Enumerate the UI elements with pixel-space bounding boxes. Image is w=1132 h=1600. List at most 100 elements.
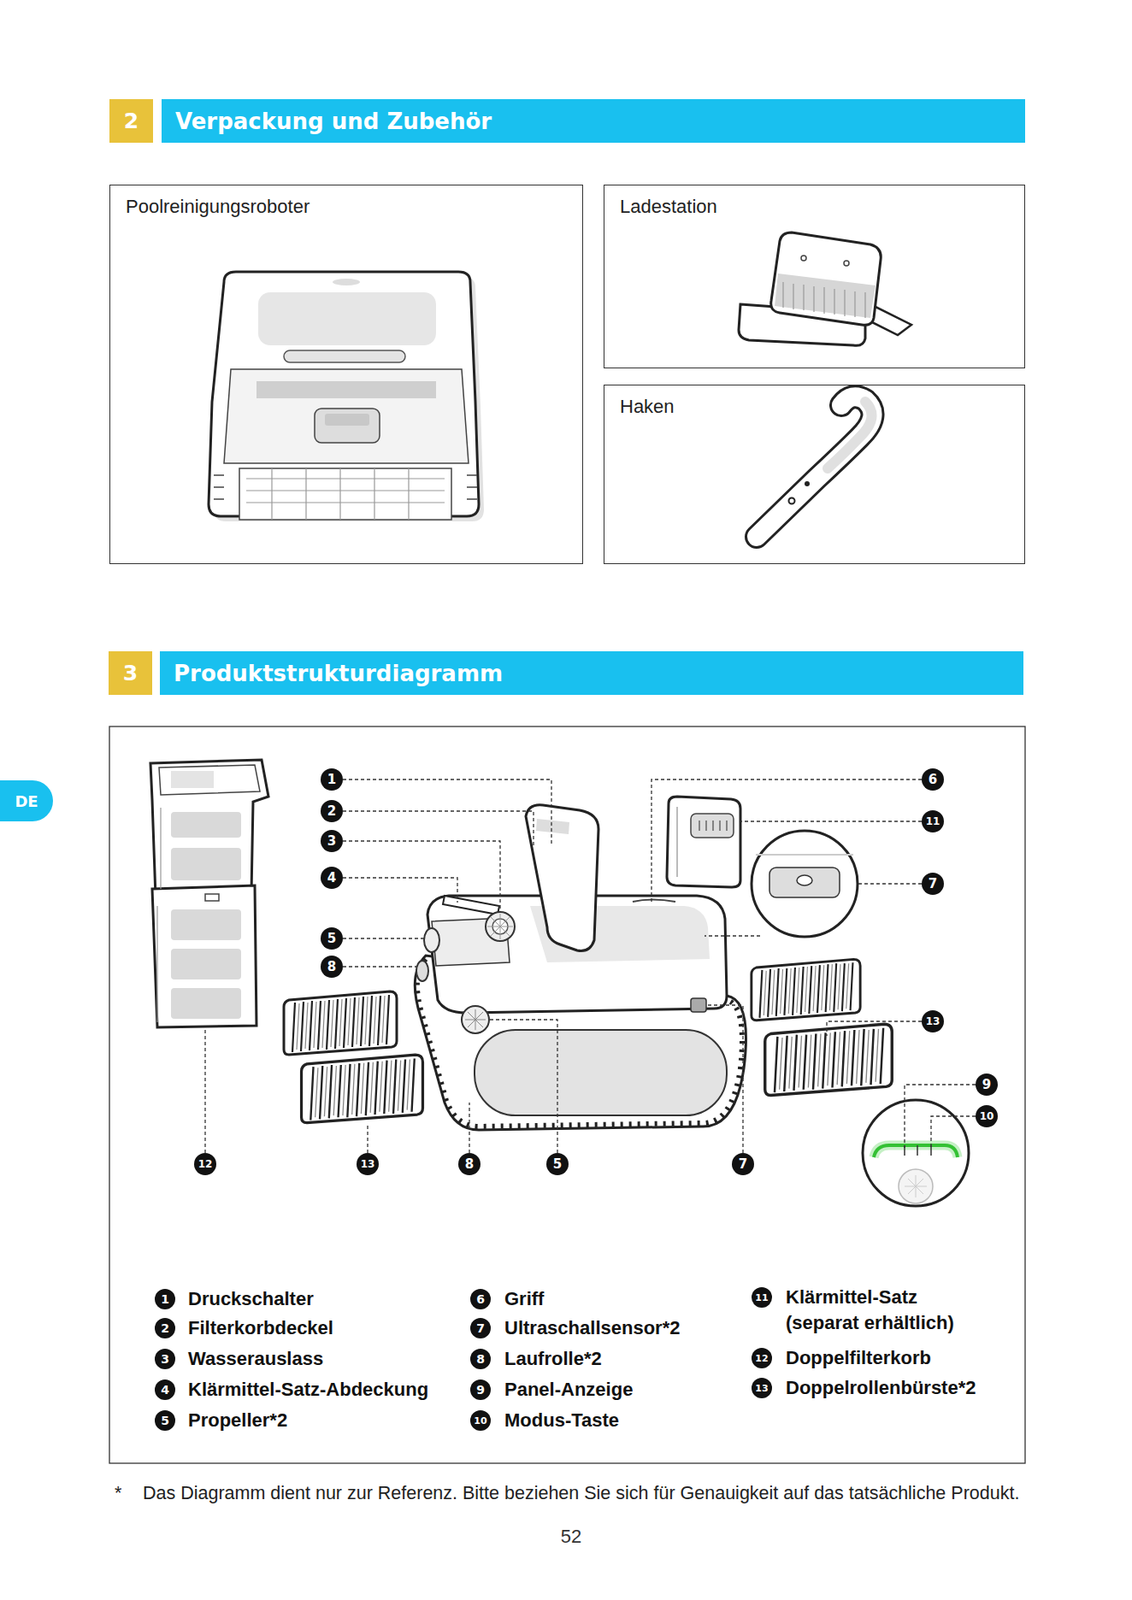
node-text: Poolreinigungsroboter <box>125 195 567 219</box>
robot-exploded-view-part <box>487 913 513 940</box>
robot-front-view-part <box>332 278 360 286</box>
callout-number: 7 <box>921 872 944 896</box>
filter-basket-part <box>159 765 260 796</box>
item-box: Poolreinigungsroboter <box>109 184 584 565</box>
robot-exploded-view-part <box>461 1006 490 1034</box>
leader-lines-part <box>342 841 501 913</box>
callout-number: 7 <box>731 1153 755 1176</box>
charging-station-part <box>774 273 876 319</box>
filter-basket-part <box>170 909 242 941</box>
part-name: Ultraschallsensor*2 <box>504 1315 680 1342</box>
section-number: 2 <box>109 99 154 143</box>
legend-number: 5 <box>154 1410 176 1432</box>
filter-basket-part <box>170 949 242 980</box>
panel-zoom-part <box>898 1169 933 1204</box>
part-name: Doppelfilterkorb <box>785 1345 932 1372</box>
section-band: Produktstrukturdiagramm <box>159 651 1024 696</box>
footnote: * <box>114 1480 122 1508</box>
leader-lines-part <box>904 1084 976 1149</box>
robot-front-view-part <box>258 292 437 346</box>
robot-exploded-view-part <box>632 900 676 903</box>
additive-cartridge-part <box>699 820 727 832</box>
legend-number: 13 <box>751 1378 773 1399</box>
robot-exploded-view-part <box>416 961 429 982</box>
filter-basket-part <box>170 812 242 838</box>
robot-exploded-view-part <box>525 805 599 952</box>
callout-number: 5 <box>546 1153 569 1176</box>
additive-cartridge-part <box>690 813 734 838</box>
node-text: Verpackung und Zubehör <box>175 108 492 135</box>
sensor-zoom <box>751 831 858 938</box>
robot-front-view-part <box>256 381 437 399</box>
robot-front-view-part <box>324 413 370 426</box>
part-name: Panel-Anzeige <box>504 1377 633 1404</box>
robot-front-view-part <box>213 475 478 500</box>
robot-front-view-part <box>283 350 406 363</box>
part-name: Wasserauslass <box>188 1346 324 1373</box>
legend-number: 1 <box>154 1289 176 1310</box>
robot-front-view-part <box>246 468 445 520</box>
leader-lines-part <box>342 811 534 849</box>
leader-lines-part <box>366 1126 368 1154</box>
part-name: Klärmittel-Satz-Abdeckung <box>188 1377 429 1404</box>
item-box: Haken <box>603 384 1026 565</box>
callout-number: 10 <box>975 1105 998 1128</box>
leader-lines-part <box>740 820 922 822</box>
panel-zoom-part <box>873 1145 958 1158</box>
callout-number: 9 <box>975 1073 998 1097</box>
legend-number: 10 <box>470 1410 491 1432</box>
legend-number: 8 <box>470 1349 491 1370</box>
filter-basket-part <box>205 894 219 902</box>
callout-number: 3 <box>320 830 343 853</box>
panel-zoom <box>862 1100 969 1207</box>
robot-exploded-view-part <box>465 1009 486 1031</box>
part-name: Filterkorbdeckel <box>188 1315 334 1342</box>
filter-basket-part <box>150 760 269 898</box>
leader-lines-part <box>857 883 922 885</box>
node-text: DE <box>14 792 38 811</box>
additive-cartridge-part <box>666 796 741 888</box>
node-text: Ladestation <box>619 195 1009 219</box>
filter-basket <box>150 760 269 1028</box>
legend-number: 7 <box>470 1318 491 1339</box>
leader-lines-part <box>706 1005 743 1154</box>
sensor-zoom-part <box>796 875 813 886</box>
roller-brushes-part <box>751 959 861 1020</box>
roller-brushes-part <box>301 1055 424 1124</box>
additive-cartridge <box>666 796 741 888</box>
callout-number: 4 <box>320 866 343 890</box>
hook-tool-part <box>804 481 810 487</box>
part-name: Druckschalter <box>188 1286 314 1313</box>
callout-number: 12 <box>194 1153 217 1176</box>
leader-lines <box>205 779 976 1154</box>
robot-front-view-part <box>239 468 452 520</box>
section-number: 3 <box>108 651 153 696</box>
charging-station-part <box>801 255 807 261</box>
leader-lines-part <box>342 937 425 939</box>
callout-number: 13 <box>356 1153 379 1176</box>
charging-station-part <box>771 232 882 325</box>
panel-zoom-part <box>873 1145 958 1158</box>
filter-basket-part <box>152 885 257 1028</box>
part-name: Klärmittel-Satz (separat erhältlich) <box>785 1285 991 1337</box>
filter-basket-part <box>157 807 161 1023</box>
charging-station-part <box>783 282 866 319</box>
legend-number: 2 <box>154 1318 176 1339</box>
leader-lines-part <box>342 878 458 903</box>
hook-tool-part <box>756 396 873 537</box>
hook-tool-part <box>756 396 873 537</box>
hook-tool-part <box>789 498 796 505</box>
part-name: Modus-Taste <box>504 1408 620 1434</box>
language-tab: DE <box>0 780 54 822</box>
robot-exploded-view-part <box>536 819 570 835</box>
robot-exploded-view-part <box>424 928 440 953</box>
robot-exploded-view-part <box>485 912 515 942</box>
callout-number: 2 <box>320 800 343 823</box>
callout-number: 8 <box>320 955 343 979</box>
hook-tool-part <box>827 401 873 469</box>
leader-lines-part <box>826 1021 922 1037</box>
filter-basket-part <box>170 771 214 789</box>
additive-cartridge-part <box>676 807 679 878</box>
panel-zoom-part <box>904 1145 932 1156</box>
panel-zoom-part <box>904 1175 927 1198</box>
